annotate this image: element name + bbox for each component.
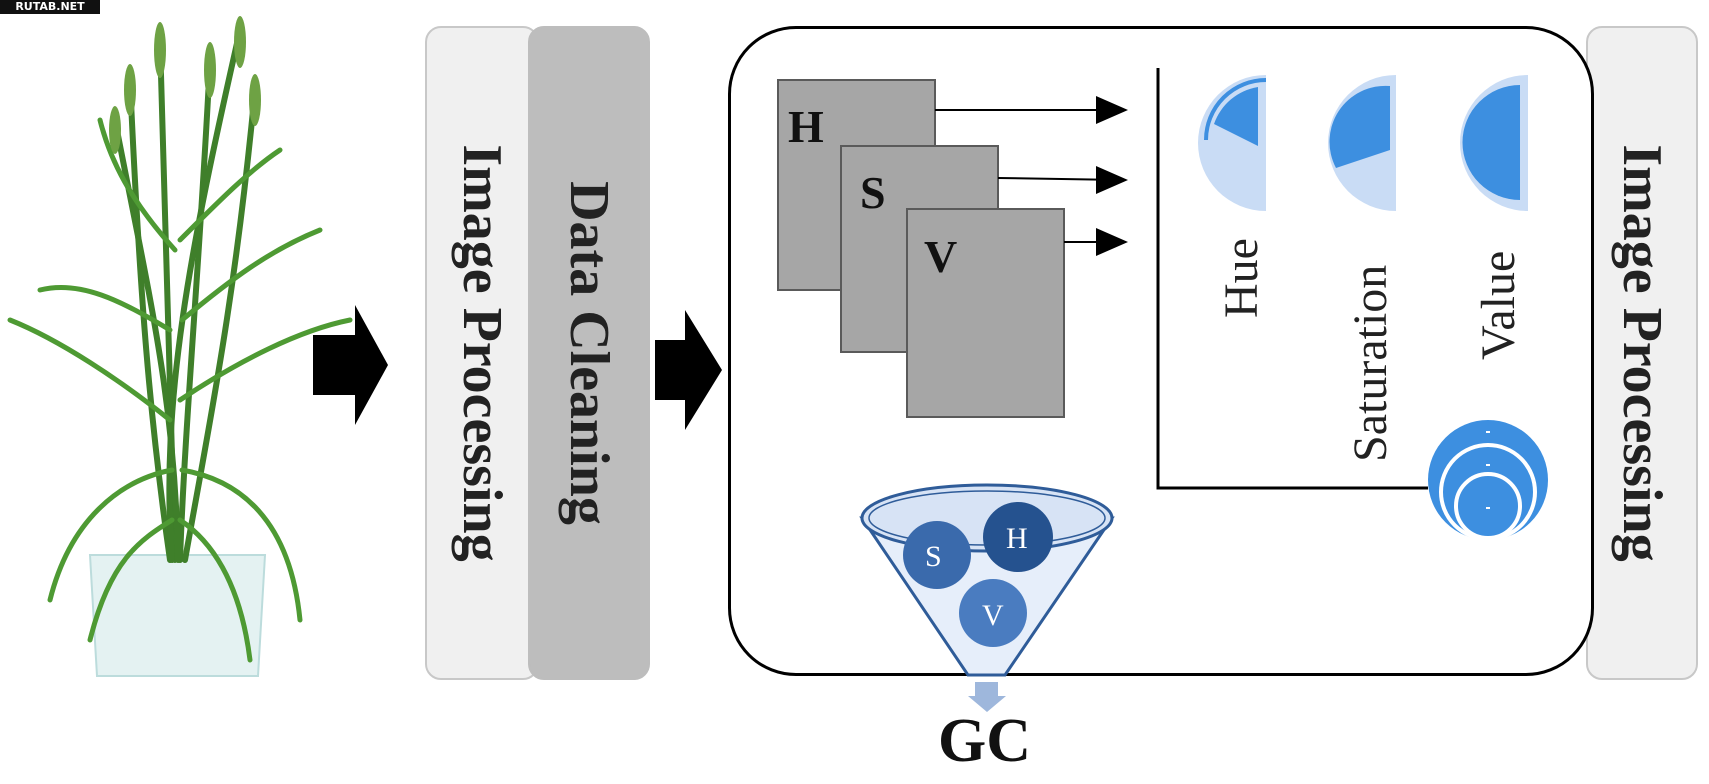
channel-s-label: S [860,167,886,218]
image-processing-box-1: Image Processing [425,26,539,680]
channel-v-card: V [906,208,1065,418]
value-indicator [1460,75,1528,211]
data-cleaning-box: Data Cleaning [528,26,650,680]
component-bracket [1156,68,1428,490]
funnel-s-label: S [925,540,942,573]
funnel-v-label: V [982,599,1004,632]
concentric-circles-icon [1428,420,1548,541]
flow-arrow-2 [655,310,722,430]
saturation-label: Saturation [1344,265,1397,462]
saturation-indicator [1328,75,1396,211]
channel-v-label: V [924,231,957,282]
value-label: Value [1472,251,1525,360]
image-processing-box-2: Image Processing [1586,26,1698,680]
hsv-funnel [859,483,1115,712]
funnel-h-label: H [1006,522,1028,555]
watermark: RUTAB.NET [0,0,100,14]
channel-h-label: H [788,101,824,152]
gc-output-label: GC [938,707,1031,775]
hue-indicator [1198,75,1267,211]
hue-label: Hue [1215,238,1268,318]
wheat-plant-image [7,16,353,677]
plant-pot [88,554,267,677]
flow-arrow-1 [313,305,388,425]
